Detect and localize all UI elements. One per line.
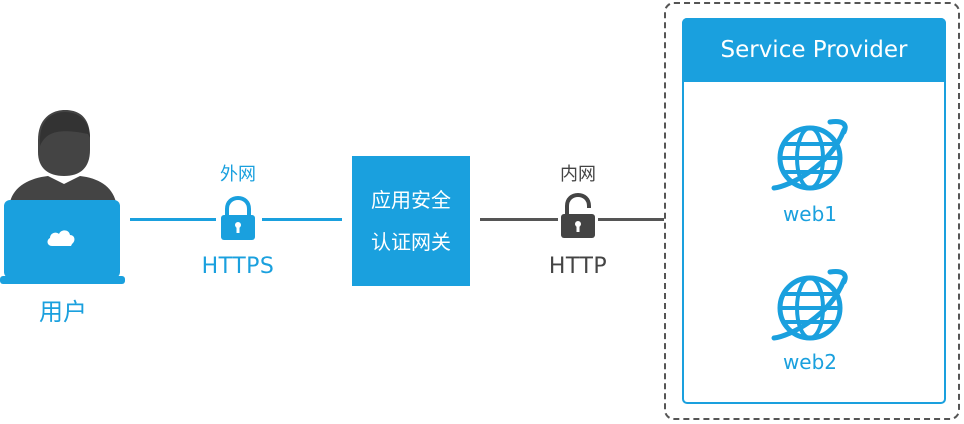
internal-connection-line-left xyxy=(480,218,558,221)
web1-globe-icon xyxy=(771,119,848,191)
external-connection-line-right xyxy=(262,218,342,221)
user-label: 用户 xyxy=(39,298,87,326)
web1-label: web1 xyxy=(782,202,838,226)
web2-label: web2 xyxy=(782,350,838,374)
unlocked-padlock-icon xyxy=(561,193,595,238)
internal-connection-line-right xyxy=(598,218,664,221)
locked-padlock-icon xyxy=(221,196,255,240)
gateway-label-line1: 应用安全 xyxy=(371,188,451,212)
http-protocol-label: HTTP xyxy=(548,254,608,279)
internal-network-label: 内网 xyxy=(560,164,596,185)
external-network-label: 外网 xyxy=(220,164,256,185)
https-protocol-label: HTTPS xyxy=(201,254,275,279)
external-connection-line-left xyxy=(130,218,216,221)
user-at-laptop-icon xyxy=(0,110,125,284)
intranet-boundary xyxy=(664,2,960,420)
web2-globe-icon xyxy=(771,269,848,341)
service-provider-title: Service Provider xyxy=(682,18,946,82)
security-gateway-box: 应用安全 认证网关 xyxy=(352,156,470,286)
gateway-label-line2: 认证网关 xyxy=(371,230,451,254)
